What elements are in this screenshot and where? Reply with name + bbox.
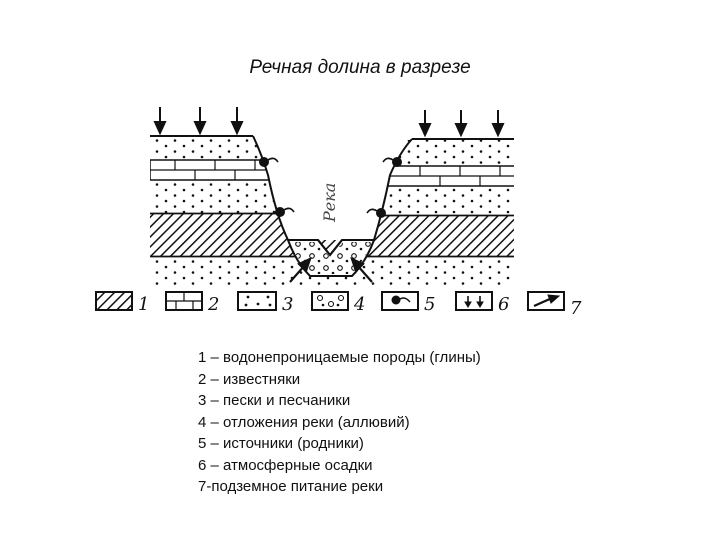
legend-item-precipitation: 6 – атмосферные осадки xyxy=(198,455,481,477)
river-label: Река xyxy=(320,183,339,223)
legend-icon-alluvium xyxy=(312,292,348,310)
legend-number-2: 2 xyxy=(207,294,219,315)
legend-number-7: 7 xyxy=(570,298,582,319)
legend-icon-limestone xyxy=(166,292,202,310)
spring-right-lower xyxy=(367,208,386,218)
legend-number-4: 4 xyxy=(353,294,365,315)
spring-left-upper xyxy=(259,157,278,167)
legend-item-limestone: 2 – известняки xyxy=(198,369,481,391)
legend-item-groundwater: 7-подземное питание реки xyxy=(198,476,481,498)
precipitation-arrows-right xyxy=(420,110,503,135)
legend-item-sand: 3 – пески и песчаники xyxy=(198,390,481,412)
legend-icon-sand xyxy=(238,292,276,310)
legend-number-5: 5 xyxy=(424,294,435,315)
right-bank xyxy=(370,140,520,240)
legend-icon-precipitation xyxy=(456,292,492,310)
precipitation-arrows-left xyxy=(155,107,242,133)
legend-number-1: 1 xyxy=(138,294,149,315)
legend-item-clay: 1 – водонепроницаемые породы (глины) xyxy=(198,347,481,369)
legend-icon-clay xyxy=(96,292,132,310)
legend-number-6: 6 xyxy=(498,294,509,315)
legend-icon-spring xyxy=(382,292,418,310)
legend-item-alluvium: 4 – отложения реки (аллювий) xyxy=(198,412,481,434)
legend-number-3: 3 xyxy=(282,294,293,315)
left-bank xyxy=(150,137,290,240)
legend-item-springs: 5 – источники (родники) xyxy=(198,433,481,455)
legend-icon-groundwater xyxy=(528,292,564,310)
spring-right-upper xyxy=(383,157,402,167)
legend-list: 1 – водонепроницаемые породы (глины) 2 –… xyxy=(198,347,481,498)
spring-left-lower xyxy=(275,207,294,217)
